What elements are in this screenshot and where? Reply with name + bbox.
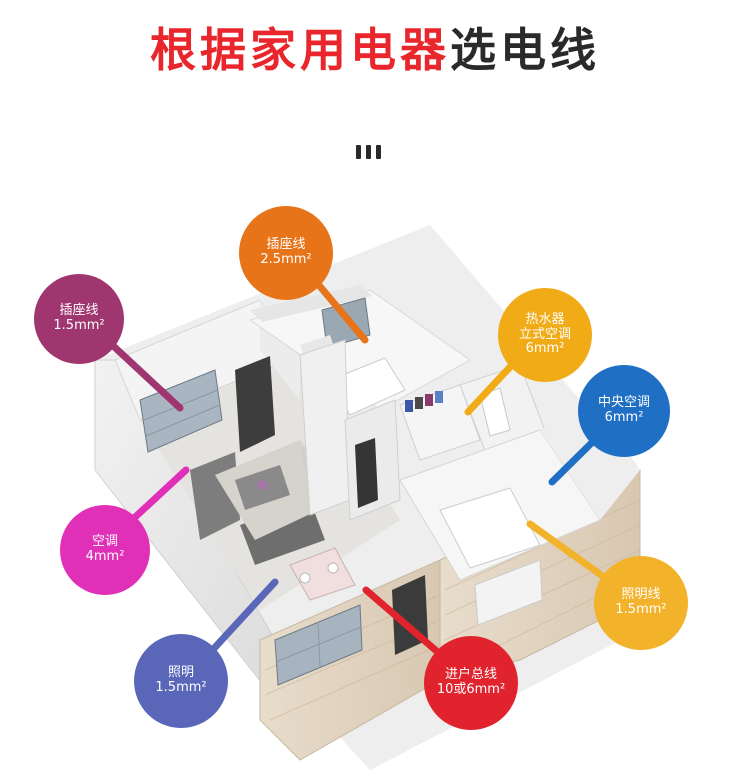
callout-label-2: 立式空调 [518,326,571,342]
callout-label: 插座线 [266,237,306,253]
callout-spec: 1.5mm² [615,602,667,617]
callout-lighting-line: 照明线 1.5mm² [594,556,688,650]
title-red-part: 根据家用电器 [150,23,450,77]
callout-socket-1-5: 插座线 1.5mm² [34,274,124,364]
page-title: 根据家用电器选电线 [0,14,750,80]
callout-label: 中央空调 [597,395,650,411]
callout-spec: 2.5mm² [260,252,312,267]
callout-socket-2-5: 插座线 2.5mm² [239,206,333,300]
callout-spec: 6mm² [604,410,644,425]
callout-water-heater: 热水器 立式空调 6mm² [498,288,592,382]
callout-spec: 10或6mm² [436,682,506,697]
callout-central-ac: 中央空调 6mm² [578,365,670,457]
callout-label: 照明 [167,665,194,681]
title-dark-part: 选电线 [450,23,600,77]
callout-label: 插座线 [59,303,99,319]
callout-lighting: 照明 1.5mm² [134,634,228,728]
callout-ac: 空调 4mm² [60,505,150,595]
callout-spec: 4mm² [85,549,125,564]
callout-label: 照明线 [621,587,661,603]
divider-bars-icon [356,145,386,161]
callout-spec: 1.5mm² [155,680,207,695]
callout-label: 热水器 [525,311,565,327]
callout-label: 进户总线 [444,667,497,683]
callout-main-line: 进户总线 10或6mm² [424,636,518,730]
callout-spec: 6mm² [525,341,565,357]
callout-label: 空调 [91,534,118,550]
callout-spec: 1.5mm² [53,318,105,333]
